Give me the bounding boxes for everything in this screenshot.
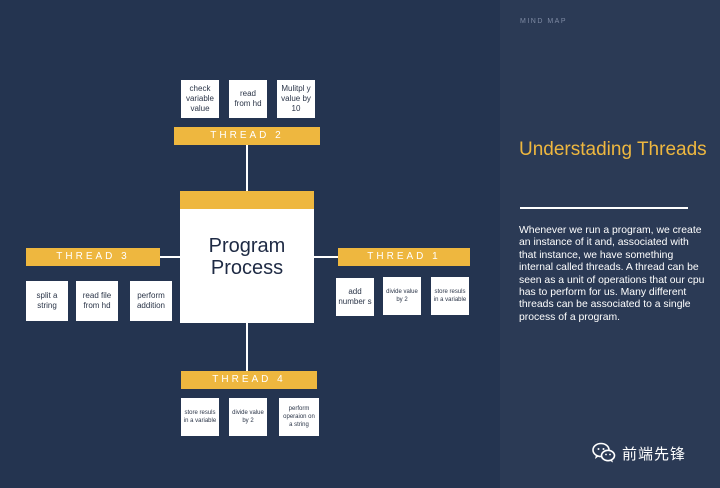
panel-description: Whenever we run a program, we create an … [519, 225, 705, 323]
connector-down [246, 323, 248, 371]
thread-3-bar: THREAD 3 [26, 248, 160, 266]
thread1-task-3: store resuls in a variable [431, 277, 469, 315]
panel-title: Understading Threads [519, 139, 707, 160]
program-process-node: Program Process [180, 191, 314, 323]
thread2-task-1: check variable value [181, 80, 219, 118]
title-divider [520, 207, 688, 209]
thread2-task-2: read from hd [229, 80, 267, 118]
watermark-text: 前端先锋 [622, 444, 687, 463]
connector-left [160, 256, 180, 258]
mind-map-tag: MIND MAP [520, 18, 567, 25]
watermark: 前端先锋 [592, 442, 686, 464]
process-label: Program Process [208, 235, 286, 279]
process-header-stripe [180, 191, 314, 209]
thread-4-bar: THREAD 4 [181, 371, 317, 389]
thread1-task-1: add number s [336, 278, 374, 316]
thread3-task-2: read file from hd [76, 281, 118, 321]
thread-2-bar: THREAD 2 [174, 127, 320, 145]
thread1-task-2: divide value by 2 [383, 277, 421, 315]
connector-up [246, 145, 248, 191]
thread4-task-2: divide value by 2 [229, 398, 267, 436]
thread3-task-1: split a string [26, 281, 68, 321]
connector-right [314, 256, 338, 258]
info-panel [500, 0, 720, 488]
thread2-task-3: Mulitpl y value by 10 [277, 80, 315, 118]
thread4-task-3: perform operaion on a string [279, 398, 319, 436]
thread-1-bar: THREAD 1 [338, 248, 470, 266]
thread4-task-1: store resuls in a variable [181, 398, 219, 436]
thread3-task-3: perform addition [130, 281, 172, 321]
wechat-icon [592, 442, 616, 463]
diagram-canvas: Program Process check variable value rea… [26, 80, 470, 436]
